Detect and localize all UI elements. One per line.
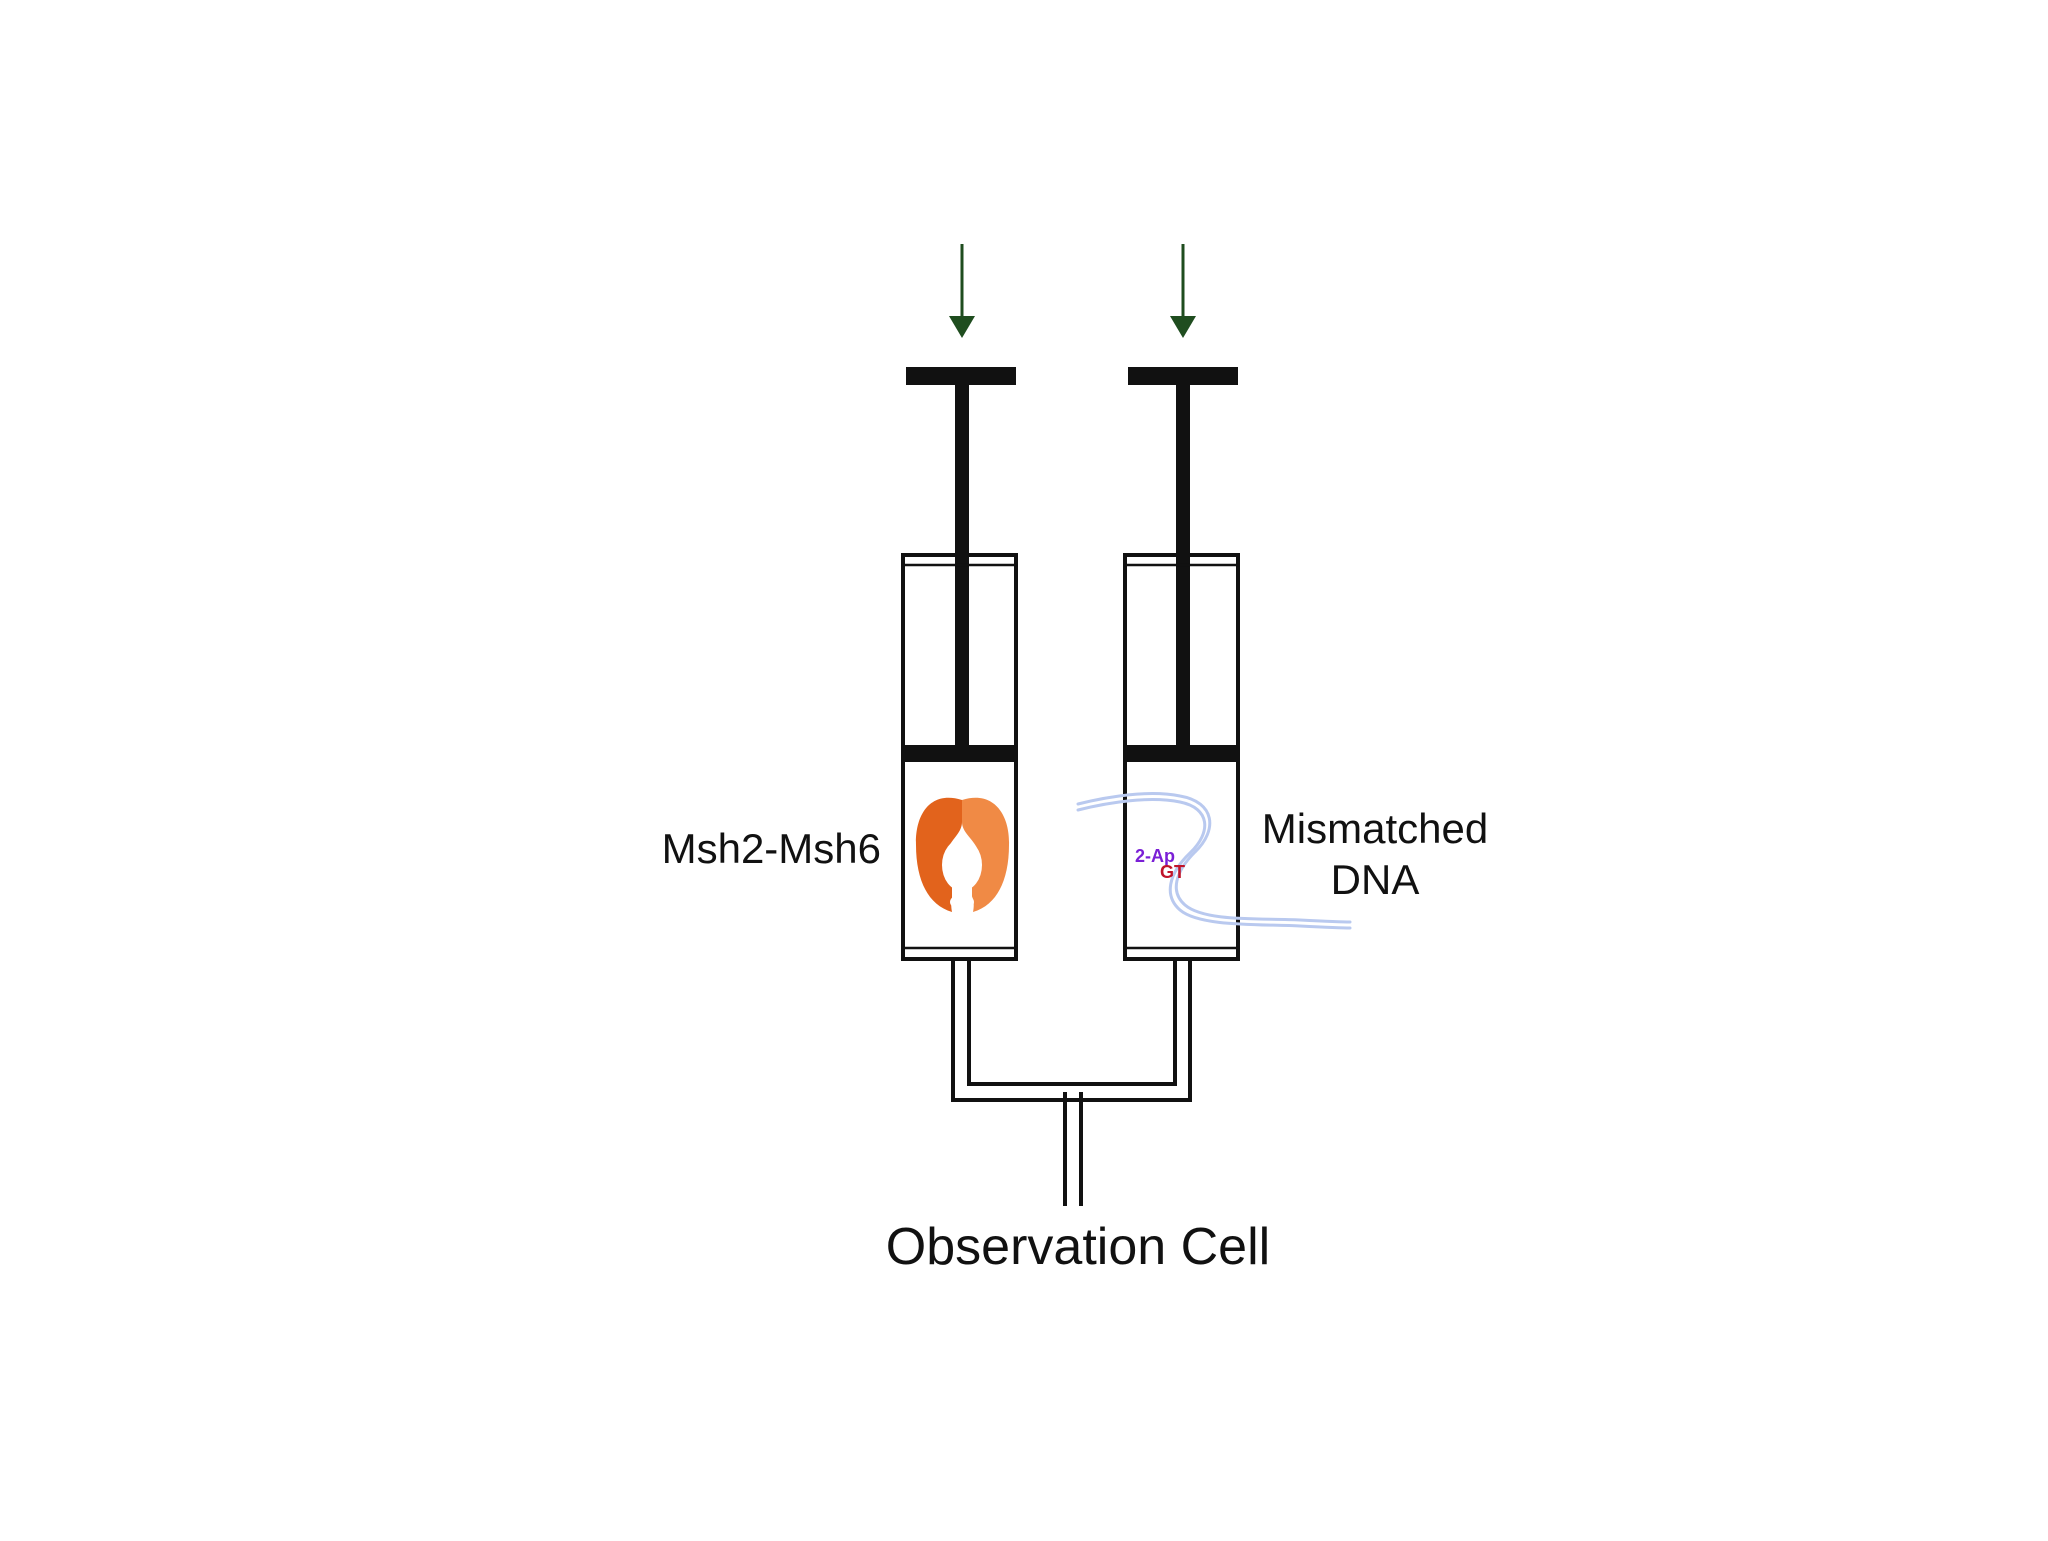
right-plunger-head [1125, 745, 1238, 762]
left-plunger-handle [906, 367, 1016, 385]
left-push-arrow-icon [949, 244, 975, 338]
right-plunger-handle [1128, 367, 1238, 385]
observation-cell-label: Observation Cell [886, 1218, 1270, 1276]
left-syringe [901, 367, 1018, 961]
dna-strand-icon [1076, 792, 1352, 930]
dna-label-line1: Mismatched [1262, 805, 1488, 852]
right-plunger-rod [1176, 385, 1190, 757]
left-plunger-head [903, 745, 1016, 762]
left-plunger-rod [955, 385, 969, 757]
dna-label-line2: DNA [1331, 856, 1420, 903]
msh2-msh6-protein-icon [915, 797, 1010, 912]
mismatch-label: GT [1160, 862, 1185, 882]
right-push-arrow-icon [1170, 244, 1196, 338]
fluor-label: 2-Ap [1135, 846, 1175, 866]
protein-label: Msh2-Msh6 [662, 825, 881, 872]
mixing-tubing [951, 961, 1192, 1206]
right-syringe [1123, 367, 1240, 961]
